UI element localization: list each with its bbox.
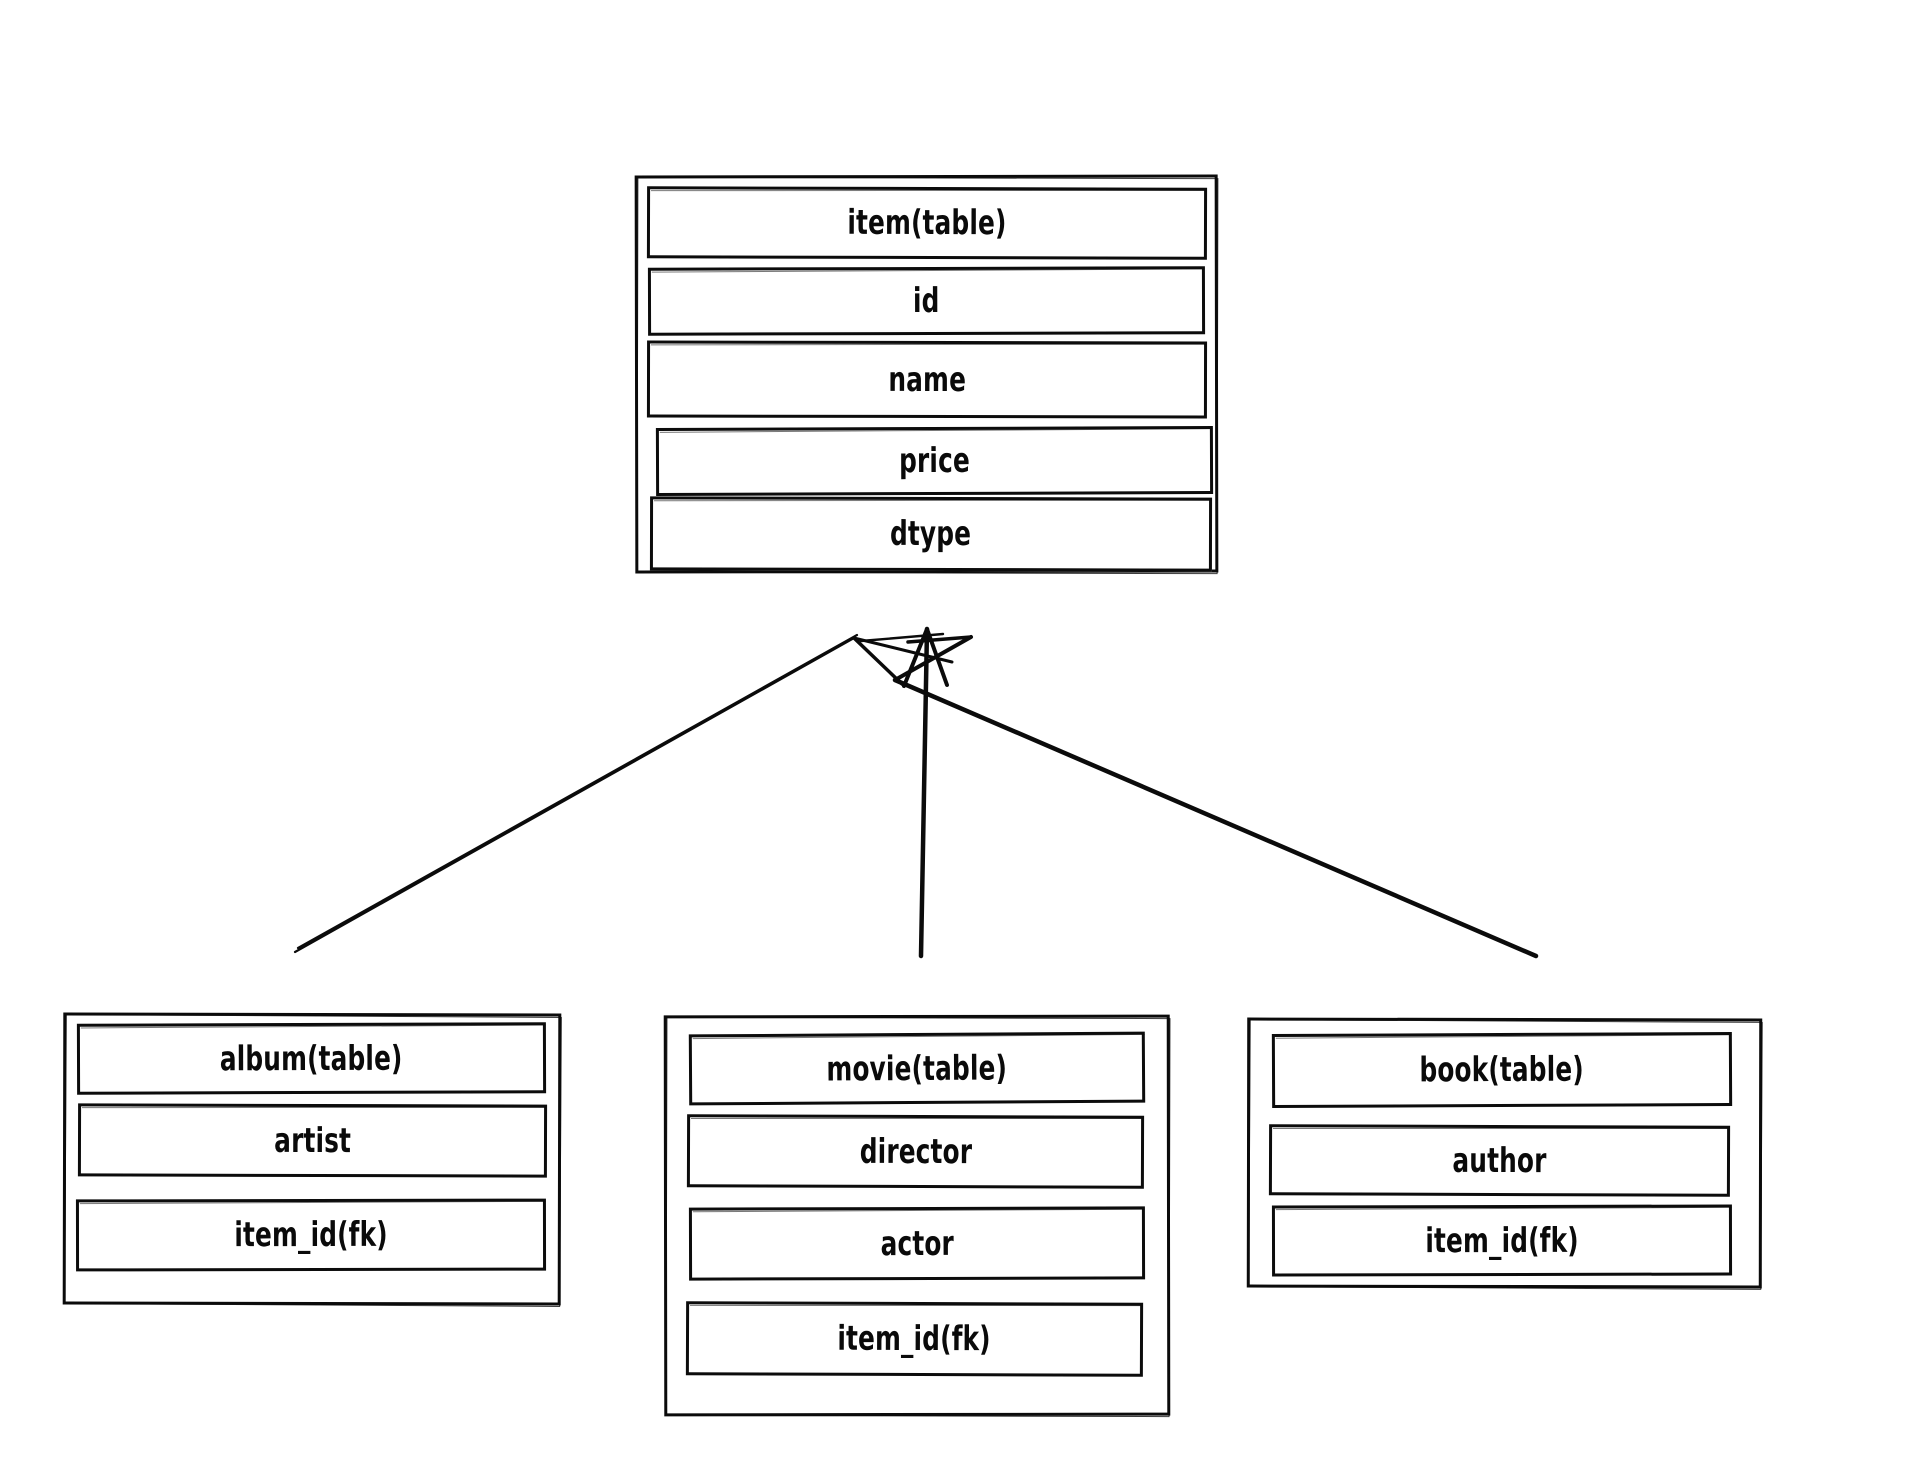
table-item-field-name: name [646,340,1208,419]
arrow-shaft-second-stroke [296,633,859,950]
table-book-field-item-id-fk: item_id(fk) [1271,1204,1733,1277]
field-label: price [899,440,970,482]
arrowhead-scribble [859,632,945,643]
table-movie-header: movie(table) [688,1031,1146,1106]
field-label: name [888,359,966,400]
arrowhead-barb [893,635,973,682]
table-album-title: album(table) [220,1038,403,1079]
table-item-title: item(table) [847,202,1007,244]
field-label: dtype [890,513,972,555]
table-book-field-author: author [1268,1124,1731,1197]
table-movie-field-director: director [686,1114,1145,1189]
table-item-field-id: id [647,266,1206,336]
table-movie-field-actor: actor [688,1206,1146,1281]
field-label: item_id(fk) [1425,1220,1579,1261]
arrow-shaft [918,626,930,959]
table-album-header: album(table) [76,1022,547,1095]
arrowhead-barb [906,635,973,644]
field-label: author [1452,1140,1547,1181]
arrow-shaft [293,636,856,954]
relation-movie-to-item-arrow [902,626,949,959]
field-label: artist [274,1120,351,1161]
table-book-title: book(table) [1419,1049,1585,1091]
table-book-header: book(table) [1271,1031,1733,1109]
table-item-field-dtype: dtype [649,496,1213,572]
table-item-header: item(table) [646,186,1208,260]
field-label: id [913,280,940,322]
arrowhead-barb [852,636,904,686]
table-album-field-item-id-fk: item_id(fk) [75,1198,547,1272]
table-item-field-price: price [655,426,1214,496]
relation-album-to-item-arrow [293,633,954,954]
relation-book-to-item-arrow [859,632,1539,959]
table-movie-field-item-id-fk: item_id(fk) [685,1301,1144,1377]
arrowhead-barb [902,627,929,688]
field-label: item_id(fk) [837,1318,992,1360]
field-label: actor [880,1223,954,1264]
field-label: item_id(fk) [234,1214,388,1256]
table-album-field-artist: artist [77,1103,548,1178]
field-label: director [859,1131,972,1172]
arrow-shaft [892,677,1539,959]
table-movie-title: movie(table) [826,1047,1008,1090]
